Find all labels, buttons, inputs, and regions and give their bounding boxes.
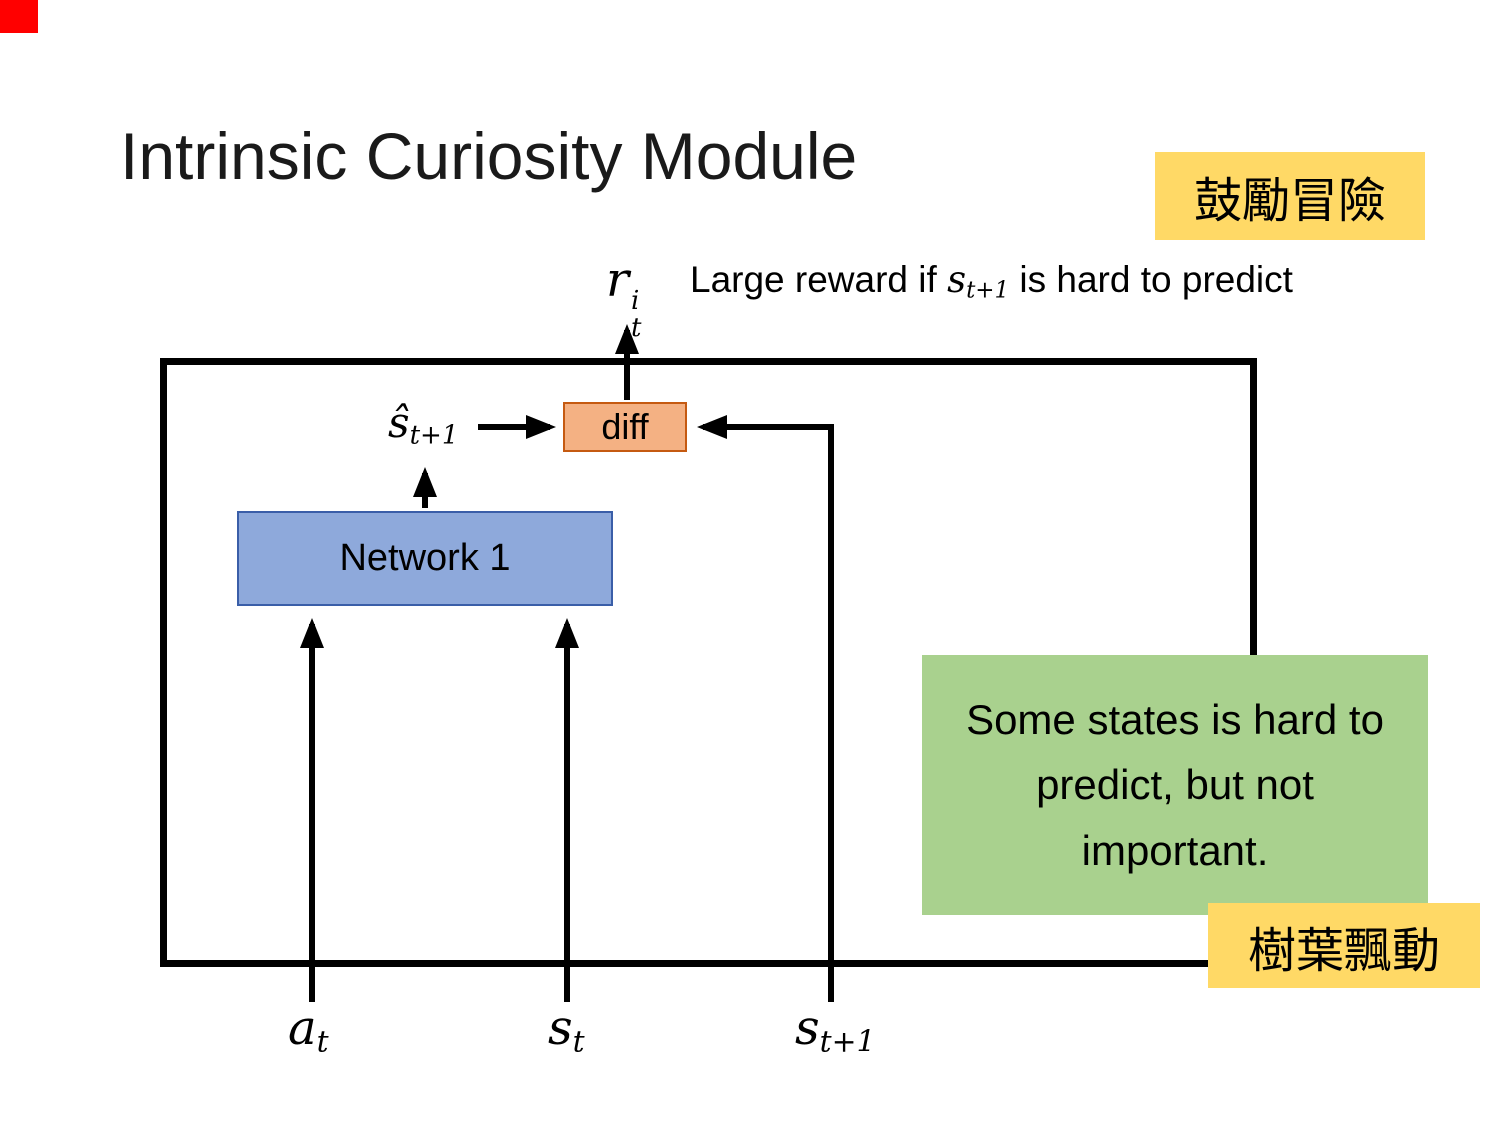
note-hard-to-predict: Some states is hard to predict, but not … xyxy=(922,655,1428,915)
tag-encourage-adventure-label: 鼓勵冒險 xyxy=(1193,175,1386,228)
diff-box: diff xyxy=(563,402,687,452)
reward-caption-math: st+1 xyxy=(947,258,1010,304)
page-title: Intrinsic Curiosity Module xyxy=(120,119,858,193)
tag-leaves-fluttering-label: 樹葉飄動 xyxy=(1247,924,1440,978)
tag-leaves-fluttering: 樹葉飄動 xyxy=(1208,903,1480,988)
network1-box: Network 1 xyxy=(237,511,613,606)
reward-caption: Large reward if st+1 is hard to predict xyxy=(690,258,1293,304)
reward-subscript: t xyxy=(630,313,642,344)
network1-label: Network 1 xyxy=(339,537,511,579)
corner-red-accent xyxy=(0,0,38,33)
diff-label: diff xyxy=(601,406,649,447)
input-action-label: at xyxy=(288,1000,329,1060)
reward-superscript: i xyxy=(630,286,640,316)
reward-caption-after: is hard to predict xyxy=(1019,259,1293,300)
input-state-label: st xyxy=(548,1000,585,1060)
note-text: Some states is hard to predict, but not … xyxy=(966,696,1384,874)
predicted-state-label: ŝt+1 xyxy=(388,398,459,451)
reward-caption-before: Large reward if xyxy=(690,259,937,300)
reward-var: r xyxy=(606,252,629,308)
tag-encourage-adventure: 鼓勵冒險 xyxy=(1155,152,1425,240)
input-next-state-label: st+1 xyxy=(795,1000,876,1060)
